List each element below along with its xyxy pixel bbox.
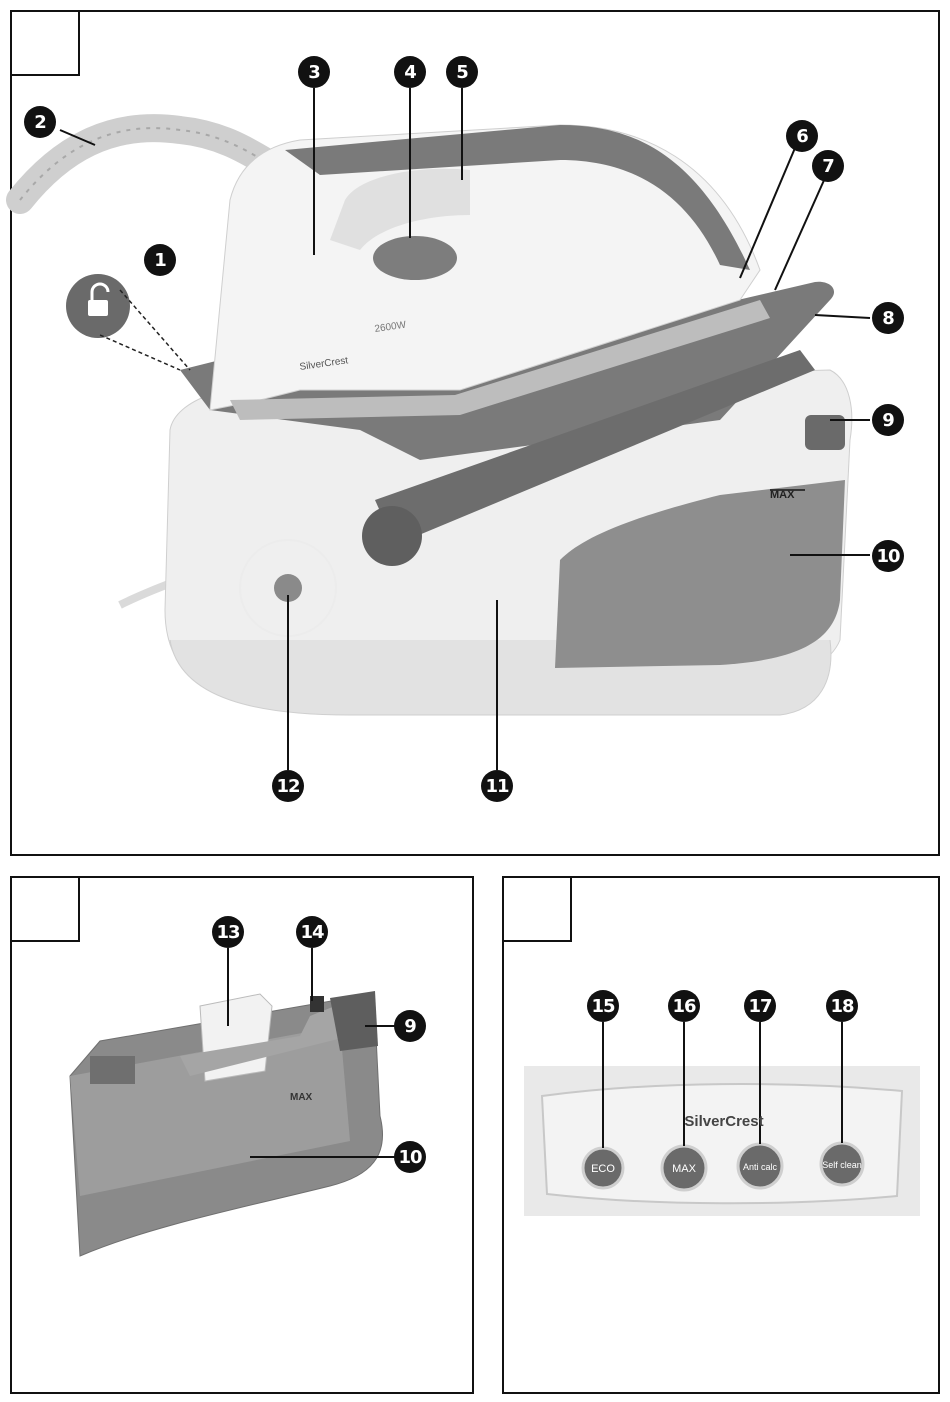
callout-9-detail: 9 bbox=[394, 1010, 426, 1042]
callout-11: 11 bbox=[481, 770, 513, 802]
callout-18: 18 bbox=[826, 990, 858, 1022]
callout-7: 7 bbox=[812, 150, 844, 182]
eco-button-label: ECO bbox=[591, 1163, 615, 1175]
callout-9: 9 bbox=[872, 404, 904, 436]
callout-6: 6 bbox=[786, 120, 818, 152]
callout-3: 3 bbox=[298, 56, 330, 88]
selfclean-button-label: Self clean bbox=[822, 1160, 862, 1170]
callout-1: 1 bbox=[144, 244, 176, 276]
callout-8: 8 bbox=[872, 302, 904, 334]
callout-4: 4 bbox=[394, 56, 426, 88]
panel-brand-text: SilverCrest bbox=[684, 1113, 763, 1130]
max-button-label: MAX bbox=[672, 1163, 697, 1175]
callout-16: 16 bbox=[668, 990, 700, 1022]
callout-10-detail: 10 bbox=[394, 1141, 426, 1173]
callout-14: 14 bbox=[296, 916, 328, 948]
control-panel-illustration: SilverCrest ECO MAX Anti calc Self clean bbox=[502, 876, 942, 1396]
callout-13: 13 bbox=[212, 916, 244, 948]
anticalc-button-label: Anti calc bbox=[743, 1162, 778, 1172]
callout-12: 12 bbox=[272, 770, 304, 802]
water-tank-illustration: MAX bbox=[10, 876, 480, 1396]
callout-5: 5 bbox=[446, 56, 478, 88]
callout-15: 15 bbox=[587, 990, 619, 1022]
callout-17: 17 bbox=[744, 990, 776, 1022]
tank-max-mark-detail: MAX bbox=[290, 1092, 313, 1103]
tank-max-mark: MAX bbox=[770, 489, 795, 501]
callout-10: 10 bbox=[872, 540, 904, 572]
callout-2: 2 bbox=[24, 106, 56, 138]
